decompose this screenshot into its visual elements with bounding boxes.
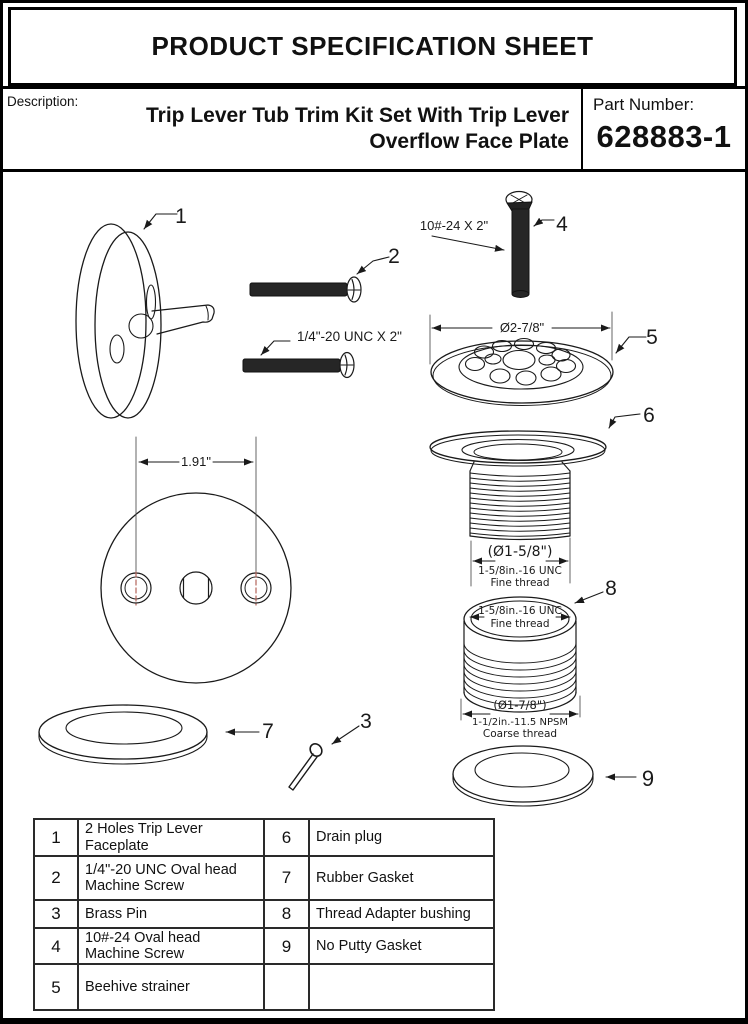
description-text: Trip Lever Tub Trim Kit Set With Trip Le… <box>146 103 569 155</box>
drain-thread-type-annotation: Fine thread <box>490 577 549 589</box>
callout-7: 7 <box>262 720 274 743</box>
part-desc-cell-9: No Putty Gasket <box>308 926 495 966</box>
part-number-cell-1: 1 <box>33 818 79 857</box>
callout-2: 2 <box>388 245 400 268</box>
machine-screw-10-24-drawing: 10#-24 X 2" 4 <box>420 190 568 298</box>
description-row: Description: Trip Lever Tub Trim Kit Set… <box>3 86 745 172</box>
page-title: PRODUCT SPECIFICATION SHEET <box>151 31 594 61</box>
part-desc-cell-6: Drain plug <box>308 818 495 857</box>
part-desc-cell-7: Rubber Gasket <box>308 855 495 901</box>
bushing-top-thread-type-annotation: Fine thread <box>490 618 549 630</box>
description-line1: Trip Lever Tub Trim Kit Set With Trip Le… <box>146 104 569 127</box>
drain-thread-annotation: 1-5/8in.-16 UNC <box>478 565 562 577</box>
part-number-label: Part Number: <box>593 95 695 114</box>
part-number-cell-6: 6 <box>263 818 310 857</box>
callout-8: 8 <box>605 577 617 600</box>
table-row: 3 Brass Pin 8 Thread Adapter bushing <box>33 899 495 929</box>
part-desc-cell-5: Beehive strainer <box>77 963 265 1012</box>
bushing-bottom-thread-type-annotation: Coarse thread <box>483 728 557 740</box>
beehive-strainer-drawing: Ø2-7/8" 5 <box>429 311 658 406</box>
table-row: 4 10#-24 Oval head Machine Screw 9 No Pu… <box>33 926 495 966</box>
rubber-gasket-drawing: 7 <box>38 704 274 765</box>
part-number-cell-8: 8 <box>263 899 310 929</box>
strainer-diameter-annotation: Ø2-7/8" <box>500 320 545 335</box>
bushing-top-thread-annotation: 1-5/8in.-16 UNC <box>478 605 562 617</box>
exploded-parts-diagram: 1 2 1/4"-20 UNC X 2" 10#-24 X 2" 4 <box>38 190 658 807</box>
part-number-cell-3: 3 <box>33 899 79 929</box>
hole-spacing-annotation: 1.91" <box>181 454 211 469</box>
no-putty-gasket-drawing: 9 <box>452 745 654 807</box>
part-desc-cell-2: 1/4"-20 UNC Oval head Machine Screw <box>77 855 265 901</box>
screw4-spec-annotation: 10#-24 X 2" <box>420 218 489 233</box>
parts-list-table: 1 2 Holes Trip Lever Faceplate 6 Drain p… <box>33 818 495 1012</box>
part-desc-cell-1: 2 Holes Trip Lever Faceplate <box>77 818 265 857</box>
drain-plug-drawing: 6 (Ø1-5/8") 1-5/8in.-16 UNC Fine thread <box>429 404 655 589</box>
machine-screws-quarter-inch-drawing: 2 1/4"-20 UNC X 2" <box>242 245 402 379</box>
bushing-bottom-thread-annotation: 1-1/2in.-11.5 NPSM <box>472 717 568 728</box>
part-desc-cell-8: Thread Adapter bushing <box>308 899 495 929</box>
callout-6: 6 <box>643 404 655 427</box>
part-number-cell-2: 2 <box>33 855 79 901</box>
table-row: 2 1/4"-20 UNC Oval head Machine Screw 7 … <box>33 855 495 901</box>
callout-4: 4 <box>556 213 568 236</box>
part-desc-cell-4: 10#-24 Oval head Machine Screw <box>77 926 265 966</box>
callout-9: 9 <box>642 766 654 791</box>
empty-number-cell <box>263 963 310 1012</box>
title-box: PRODUCT SPECIFICATION SHEET <box>8 7 737 86</box>
table-row: 1 2 Holes Trip Lever Faceplate 6 Drain p… <box>33 818 495 857</box>
callout-3: 3 <box>360 710 372 733</box>
faceplate-back-view-drawing: 1.91" <box>100 436 292 684</box>
part-desc-cell-3: Brass Pin <box>77 899 265 929</box>
brass-pin-drawing: 3 <box>288 710 372 791</box>
part-number-value: 628883-1 <box>596 119 732 154</box>
thread-adapter-bushing-drawing: 1-5/8in.-16 UNC Fine thread 8 (Ø1-7/8") … <box>460 577 617 740</box>
bushing-diameter-annotation: (Ø1-7/8") <box>493 698 546 712</box>
part-number-cell-7: 7 <box>263 855 310 901</box>
callout-1: 1 <box>175 205 187 228</box>
description-label: Description: <box>7 94 79 109</box>
drain-diameter-annotation: (Ø1-5/8") <box>488 544 553 560</box>
faceplate-3d-drawing: 1 <box>75 205 215 419</box>
description-cell: Description: Trip Lever Tub Trim Kit Set… <box>3 89 581 169</box>
part-number-cell-9: 9 <box>263 926 310 966</box>
callout-5: 5 <box>646 326 658 349</box>
empty-desc-cell <box>308 963 495 1012</box>
screw2-spec-annotation: 1/4"-20 UNC X 2" <box>297 329 402 344</box>
part-number-cell-4: 4 <box>33 926 79 966</box>
description-line2: Overflow Face Plate <box>369 130 569 153</box>
table-row: 5 Beehive strainer <box>33 963 495 1012</box>
part-number-cell: Part Number: 628883-1 <box>581 89 745 169</box>
part-number-cell-5: 5 <box>33 963 79 1012</box>
